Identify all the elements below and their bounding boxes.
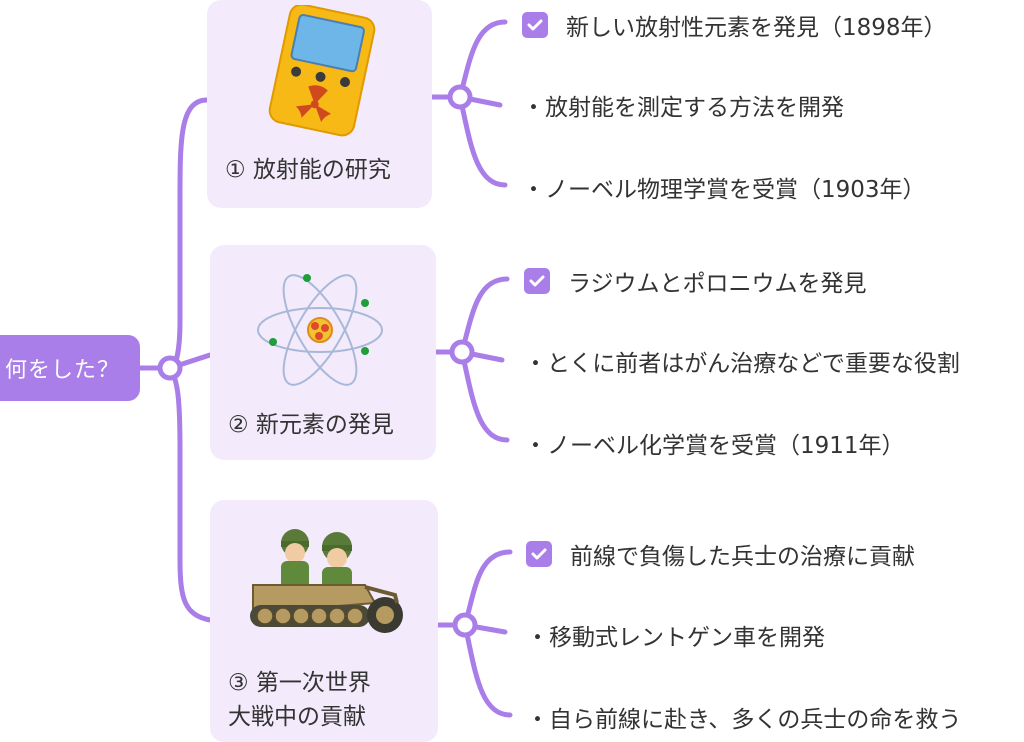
soldiers-vehicle-icon [250,529,403,633]
leaf-item[interactable]: 新しい放射性元素を発見（1898年） [522,8,947,42]
leaf-item[interactable]: 前線で負傷した兵士の治療に貢献 [526,537,915,571]
root-node[interactable]: 何をした？ [0,335,140,401]
leaf-item[interactable]: ・放射能を測定する方法を開発 [522,88,844,122]
leaf-item[interactable]: ・とくに前者はがん治療などで重要な役割 [524,344,960,378]
root-label: 何をした？ [4,358,120,383]
branch-card-new-elements[interactable]: ② 新元素の発見 [210,245,436,460]
leaf-item[interactable]: ・移動式レントゲン車を開発 [526,618,825,652]
leaf-text: 新しい放射性元素を発見（1898年） [566,15,947,41]
leaf-text: ラジウムとポロニウムを発見 [568,271,867,297]
branch-card-radioactivity[interactable]: ① 放射能の研究 [207,0,432,208]
checkbox-checked-icon[interactable] [524,268,550,294]
atom-icon [257,274,383,386]
branch-label: ① 放射能の研究 [225,157,391,183]
leaf-text: ・移動式レントゲン車を開発 [526,625,825,651]
leaf-text: ・とくに前者はがん治療などで重要な役割 [524,351,960,377]
checkbox-checked-icon[interactable] [522,12,548,38]
leaf-text: 前線で負傷した兵士の治療に貢献 [570,544,915,570]
leaf-item[interactable]: ・自ら前線に赴き、多くの兵士の命を救う [526,700,961,734]
leaf-item[interactable]: ラジウムとポロニウムを発見 [524,264,867,298]
branch-label: ② 新元素の発見 [228,412,394,438]
leaf-text: ・自ら前線に赴き、多くの兵士の命を救う [526,707,962,733]
leaf-item[interactable]: ・ノーベル物理学賞を受賞（1903年） [522,170,926,204]
leaf-text: ・放射能を測定する方法を開発 [522,95,844,121]
leaf-text: ・ノーベル物理学賞を受賞（1903年） [522,177,926,203]
geiger-counter-icon [268,5,376,137]
branch-label: ③ 第一次世界 大戦中の貢献 [228,670,371,730]
leaf-text: ・ノーベル化学賞を受賞（1911年） [524,433,905,459]
checkbox-checked-icon[interactable] [526,541,552,567]
leaf-item[interactable]: ・ノーベル化学賞を受賞（1911年） [524,426,905,460]
branch-card-wwi-contribution[interactable]: ③ 第一次世界 大戦中の貢献 [210,500,438,742]
